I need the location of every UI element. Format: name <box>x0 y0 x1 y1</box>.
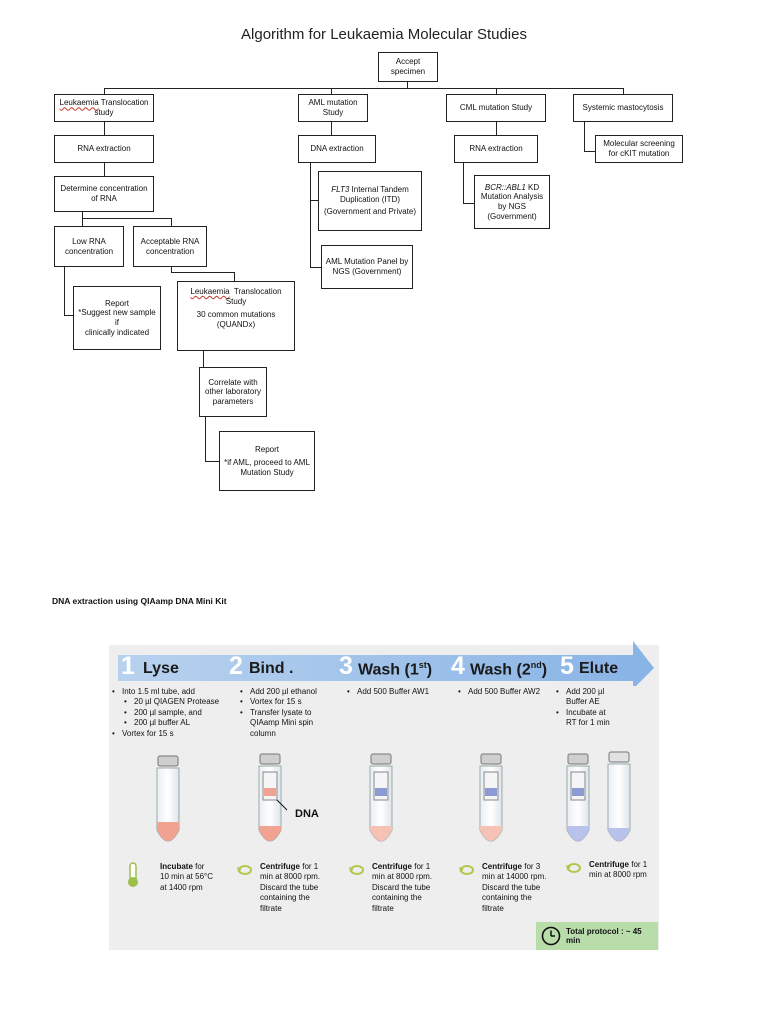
tube-lyse <box>156 755 180 842</box>
bcr-abl1-box: BCR::ABL1 KD Mutation Analysis by NGS (G… <box>474 175 550 229</box>
lyse-footer: Incubate for 10 min at 56°C at 1400 rpm <box>160 862 214 892</box>
step-number-2: 2 <box>229 652 243 680</box>
lyse-instructions: Into 1.5 ml tube, add 20 µl QIAGEN Prote… <box>112 687 230 739</box>
wash1-footer: Centrifuge for 1 min at 8000 rpm. Discar… <box>372 862 433 913</box>
total-protocol-badge: Total protocol : ~ 45 min <box>536 922 658 950</box>
aml-mutation-study-box: AML mutation Study <box>298 94 368 122</box>
tube-wash1 <box>369 753 393 842</box>
centrifuge-icon <box>349 865 364 875</box>
cml-mutation-study-box: CML mutation Study <box>446 94 546 122</box>
step-name-lyse: Lyse <box>143 660 179 677</box>
centrifuge-icon <box>566 863 581 873</box>
clock-icon <box>541 926 561 946</box>
dna-label: DNA <box>295 808 319 820</box>
leukaemia-translocation-30-mutations-box: Leukaemia Translocation Study 30 common … <box>177 281 295 351</box>
bind-footer: Centrifuge for 1 min at 8000 rpm. Discar… <box>260 862 321 913</box>
report-low-rna-box: Report *Suggest new sample if clinically… <box>73 286 161 350</box>
acceptable-rna-concentration-box: Acceptable RNA concentration <box>133 226 207 267</box>
step-number-4: 4 <box>451 652 465 680</box>
tube-bind <box>258 753 288 842</box>
tube-elute-column <box>566 753 590 842</box>
elute-instructions: Add 200 µl Buffer AE Incubate at RT for … <box>556 687 636 729</box>
centrifuge-icon <box>237 865 252 875</box>
step-number-3: 3 <box>339 652 353 680</box>
leukaemia-translocation-study-box: Leukaemia Translocation study <box>54 94 154 122</box>
accept-specimen-box: Accept specimen <box>378 52 438 82</box>
rna-extraction-box: RNA extraction <box>54 135 154 163</box>
step-name-elute: Elute <box>579 660 619 677</box>
dna-extraction-box: DNA extraction <box>298 135 376 163</box>
systemic-mastocytosis-box: Systemic mastocytosis <box>573 94 673 122</box>
elute-footer: Centrifuge for 1 min at 8000 rpm <box>589 860 648 880</box>
wash2-footer: Centrifuge for 3 min at 14000 rpm. Disca… <box>482 862 547 913</box>
molecular-screening-box: Molecular screening for cKIT mutation <box>595 135 683 163</box>
low-rna-concentration-box: Low RNA concentration <box>54 226 124 267</box>
bind-instructions: Add 200 µl ethanol Vortex for 15 s Trans… <box>240 687 340 739</box>
wash2-instructions: Add 500 Buffer AW2 <box>458 687 558 698</box>
kit-title: DNA extraction using QIAamp DNA Mini Kit <box>52 596 227 606</box>
step-name-wash-1: Wash (1st) <box>358 660 433 679</box>
tube-wash2 <box>479 753 503 842</box>
step-name-bind: Bind . <box>249 660 294 677</box>
centrifuge-icon <box>459 865 474 875</box>
step-name-wash-2: Wash (2nd) <box>470 660 548 679</box>
step-arrow-graphic <box>118 641 654 686</box>
determine-concentration-box: Determine concentration of RNA <box>54 176 154 212</box>
flt3-itd-box: FLT3 Internal Tandem Duplication (ITD) (… <box>318 171 422 231</box>
step-number-5: 5 <box>560 652 574 680</box>
aml-mutation-panel-box: AML Mutation Panel by NGS (Government) <box>321 245 413 289</box>
correlate-parameters-box: Correlate with other laboratory paramete… <box>199 367 267 417</box>
wash1-instructions: Add 500 Buffer AW1 <box>347 687 447 698</box>
thermometer-icon <box>128 862 138 887</box>
tubes-illustration <box>156 751 631 842</box>
tube-elute-collection <box>607 751 631 842</box>
report-aml-box: Report *if AML, proceed to AML Mutation … <box>219 431 315 491</box>
cml-rna-extraction-box: RNA extraction <box>454 135 538 163</box>
page-title: Algorithm for Leukaemia Molecular Studie… <box>241 26 527 43</box>
step-number-1: 1 <box>121 652 135 680</box>
